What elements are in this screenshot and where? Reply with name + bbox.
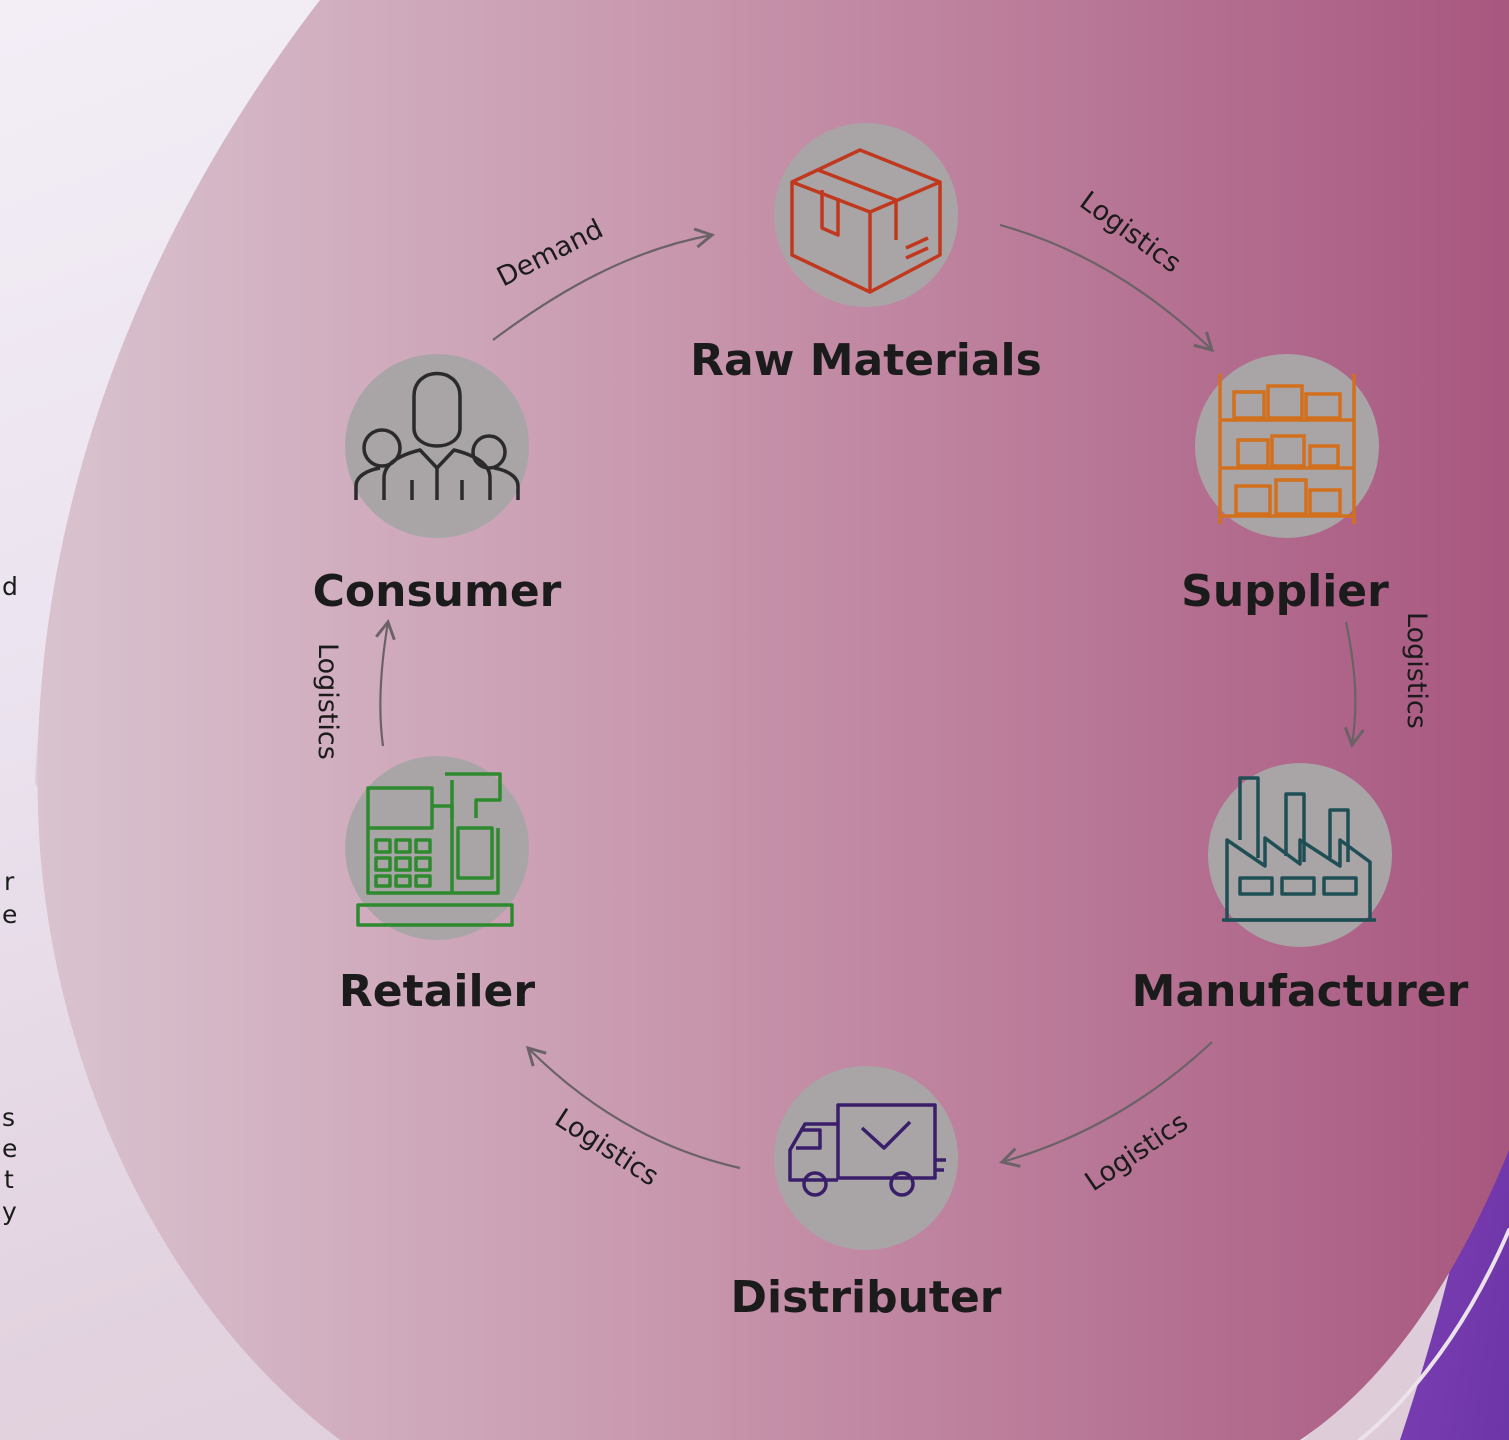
node-label-supplier: Supplier <box>1181 566 1389 617</box>
factory-icon <box>1222 776 1376 922</box>
warehouse-shelf-icon <box>1218 374 1356 524</box>
box-icon <box>790 148 942 294</box>
background-disc <box>37 0 1509 1440</box>
cut-text-fragment: y <box>2 1197 17 1226</box>
cut-text-fragment: s <box>2 1103 16 1132</box>
cut-text-fragment: e <box>2 900 18 929</box>
people-icon <box>354 371 520 500</box>
arrow-retailer-to-consumer <box>375 619 396 747</box>
arrow-raw-to-supplier <box>999 223 1215 353</box>
edge-label-retailer-consumer: Logistics <box>312 643 343 760</box>
node-circle-distributer <box>774 1066 958 1250</box>
node-circle-supplier <box>1195 354 1379 538</box>
node-label-retailer: Retailer <box>339 966 535 1017</box>
node-label-distributer: Distributer <box>730 1272 1001 1323</box>
arrow-manufacturer-to-distributer <box>999 1041 1213 1168</box>
cycle-arrows <box>375 223 1365 1170</box>
truck-icon <box>788 1103 946 1197</box>
arrow-distributer-to-retailer <box>525 1045 741 1170</box>
arrow-supplier-to-manufacturer <box>1344 621 1365 748</box>
cut-text-fragment: d <box>2 572 18 601</box>
cut-text-fragment: t <box>4 1165 14 1194</box>
node-label-consumer: Consumer <box>313 566 562 617</box>
arrow-demand <box>492 227 715 341</box>
cash-register-icon <box>356 772 514 927</box>
edge-label-supplier-manufacturer: Logistics <box>1401 612 1432 729</box>
node-label-raw: Raw Materials <box>690 335 1042 386</box>
node-label-manufacturer: Manufacturer <box>1132 966 1469 1017</box>
cut-text-fragment: r <box>4 867 15 896</box>
cut-text-fragment: e <box>2 1134 18 1163</box>
